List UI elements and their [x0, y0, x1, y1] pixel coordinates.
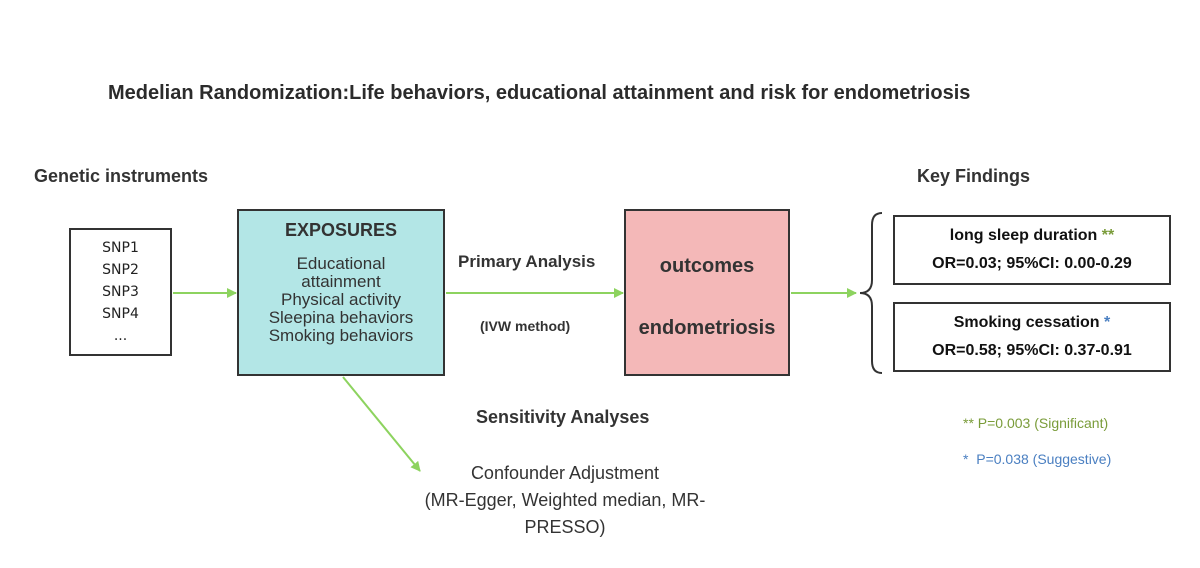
sensitivity-line: Confounder Adjustment — [470, 463, 660, 483]
finding-name-text: Smoking cessation — [953, 314, 1100, 331]
findings-brace — [859, 212, 883, 374]
outcomes-label: outcomes — [659, 255, 755, 277]
exposures-list: Educational attainment Physical activity… — [239, 255, 443, 345]
diagram-title: Medelian Randomization:Life behaviors, e… — [108, 82, 971, 104]
legend-significant: ** P=0.003 (Significant) — [963, 415, 1109, 431]
finding-stat: OR=0.58; 95%CI: 0.37-0.91 — [932, 342, 1132, 359]
snp-item: SNP1 — [102, 240, 139, 256]
primary-analysis-method: (IVW method) — [480, 318, 571, 334]
finding-name: long sleep duration ** — [895, 227, 1169, 245]
key-findings-heading: Key Findings — [917, 166, 1031, 186]
sensitivity-line: (MR-Egger, Weighted median, MR- — [424, 490, 706, 510]
significance-stars: ** — [1101, 227, 1115, 244]
arrow-exposures-to-sensitivity — [342, 376, 421, 472]
snp-item: SNP3 — [102, 284, 139, 300]
exposures-heading: EXPOSURES — [284, 220, 398, 240]
snp-box: SNP1 SNP2 SNP3 SNP4 ... — [69, 228, 172, 356]
finding-stat: OR=0.03; 95%CI: 0.00-0.29 — [932, 255, 1132, 272]
finding-card-sleep: long sleep duration ** OR=0.03; 95%CI: 0… — [893, 215, 1171, 285]
exposure-item: Smoking behaviors — [268, 326, 414, 345]
genetic-instruments-heading: Genetic instruments — [34, 166, 209, 186]
finding-name: Smoking cessation * — [895, 314, 1169, 332]
outcomes-box: outcomes endometriosis — [624, 209, 790, 376]
snp-item: SNP2 — [102, 262, 139, 278]
snp-item: SNP4 — [102, 306, 139, 322]
exposure-item: Sleepina behaviors — [268, 308, 414, 327]
outcome-endometriosis: endometriosis — [638, 317, 776, 339]
sensitivity-details: Confounder Adjustment (MR-Egger, Weighte… — [405, 460, 725, 541]
significance-stars: * — [1104, 314, 1111, 331]
exposure-item: Physical activity — [281, 290, 401, 309]
finding-name-text: long sleep duration — [949, 227, 1098, 244]
snp-item: ... — [113, 328, 128, 344]
exposure-item: Educational — [296, 254, 386, 273]
primary-analysis-label: Primary Analysis — [458, 252, 596, 271]
finding-card-smoking: Smoking cessation * OR=0.58; 95%CI: 0.37… — [893, 302, 1171, 372]
legend-suggestive: * P=0.038 (Suggestive) — [963, 451, 1112, 467]
exposure-item: attainment — [301, 272, 381, 291]
sensitivity-heading: Sensitivity Analyses — [476, 407, 650, 427]
exposures-box: EXPOSURES Educational attainment Physica… — [237, 209, 445, 376]
sensitivity-line: PRESSO) — [524, 517, 606, 537]
